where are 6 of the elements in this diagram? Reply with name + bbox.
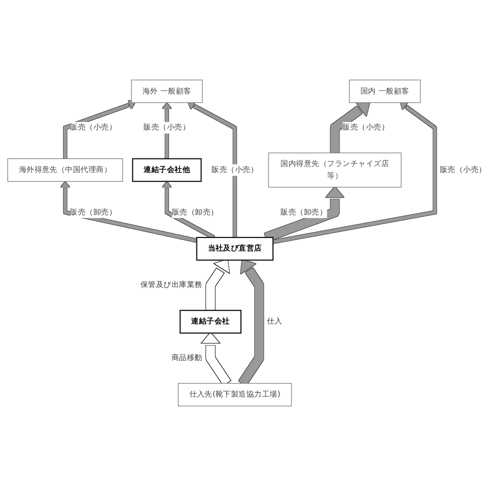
- arrow: [162, 182, 215, 239]
- arrow: [188, 101, 236, 238]
- arrow: [272, 102, 437, 244]
- arrow: [60, 182, 198, 242]
- arrow: [262, 186, 344, 242]
- arrow: [64, 100, 135, 160]
